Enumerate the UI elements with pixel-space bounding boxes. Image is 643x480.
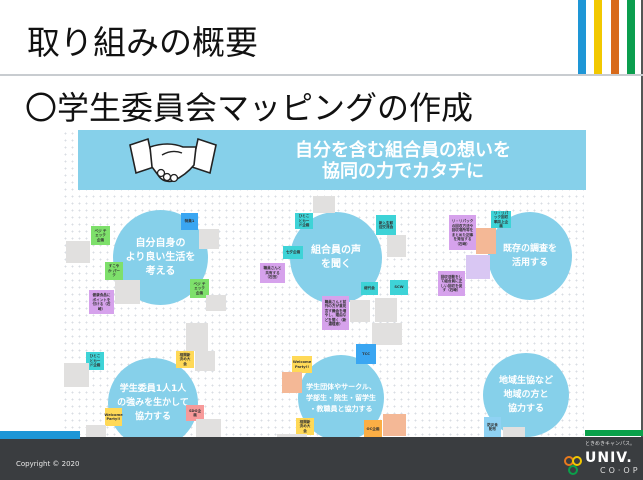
sticky-note[interactable]: OC企画 [364, 420, 382, 438]
stripe-blue [578, 0, 586, 74]
slide-subtitle: 〇学生委員会マッピングの作成 [25, 89, 474, 127]
sticky-note[interactable] [466, 255, 490, 279]
sticky-note[interactable] [206, 295, 226, 311]
sticky-note[interactable] [195, 351, 215, 371]
sticky-note[interactable]: ひとことカード企画 [86, 352, 104, 370]
sticky-note[interactable]: 新入生歓迎交流会 [376, 215, 396, 235]
slide-title: 取り組みの概要 [27, 23, 258, 62]
sticky-note[interactable]: 防災食 配布 [484, 417, 501, 437]
circle-student-strengths[interactable]: 学生委員1人1人の強みを生かして協力する [108, 358, 198, 448]
sticky-note[interactable] [313, 196, 335, 213]
sticky-note[interactable]: 相関新 決め大会 [296, 418, 314, 435]
sticky-note[interactable]: 七夕企画 [283, 246, 303, 259]
coop-rings-icon [564, 456, 582, 475]
circle-line: 協力する [134, 412, 171, 422]
sticky-note[interactable]: 回収活動をして組合員に正しい回収を促す（石崎） [438, 271, 465, 296]
sticky-note[interactable]: ベジ チェック 企画 [91, 226, 110, 245]
circle-line: 活用する [511, 258, 548, 268]
circle-line: 地域生協など [498, 376, 553, 386]
sticky-note[interactable]: リ・リパックの回収方法や回収場所等をまとめた記事を発信する（石崎） [449, 215, 476, 250]
sticky-note[interactable] [350, 300, 370, 322]
stripe-green [627, 0, 635, 74]
stripe-yellow [594, 0, 602, 74]
sticky-note[interactable]: 職員さんと共有する（石田） [260, 263, 285, 283]
circle-line: 学生委員1人1人 [119, 384, 187, 394]
sticky-note[interactable]: 相関新 決め大会 [176, 351, 194, 368]
sticky-note[interactable] [476, 228, 496, 254]
circle-line: 協力する [507, 404, 544, 414]
sticky-note[interactable]: TCC [356, 344, 376, 364]
sticky-note[interactable]: すこやか パーク [105, 262, 123, 280]
circle-line: より良い生活を [125, 251, 196, 263]
circle-line: 考える [145, 265, 176, 277]
circle-line: を聞く [321, 259, 351, 270]
sticky-note[interactable]: SCW [390, 280, 408, 295]
handshake-icon [129, 137, 217, 183]
sticky-note[interactable] [199, 229, 219, 249]
circle-line: 学部生・院生・留学生 [306, 393, 376, 402]
stripe-orange [611, 0, 619, 74]
sticky-note[interactable]: 健康食品にポイントを付ける（石崎） [89, 290, 114, 314]
footer [0, 437, 643, 480]
univ-logo: UNIV. [585, 450, 633, 466]
circle-line: 組合員の声 [311, 245, 361, 256]
sticky-note[interactable]: 特集1 [181, 213, 198, 230]
campus-tagline: ときめきキャンパス。 [585, 441, 636, 447]
sticky-note[interactable] [115, 280, 140, 304]
color-stripes [0, 0, 643, 74]
banner-text: 自分を含む組合員の想いを 協同の力でカタチに [258, 140, 548, 182]
sticky-note[interactable]: Welcome Party!! [104, 408, 123, 426]
circle-line: 地域の方と [503, 390, 549, 400]
title-divider [0, 74, 643, 76]
sticky-note[interactable] [372, 323, 402, 345]
copyright: Copyright © 2020 [16, 460, 80, 468]
sticky-note[interactable]: ベジ チェック 企画 [190, 279, 209, 298]
circle-line: 学生団体やサークル、 [306, 382, 376, 391]
coop-logo: CO·OP [600, 466, 641, 475]
sticky-note[interactable]: 総代会 [361, 282, 378, 295]
footer-green-bar [585, 430, 643, 436]
circle-line: 既存の調査を [502, 244, 557, 254]
sticky-note[interactable]: 職員さんと前列の方が意見言す機会を増やし、理由などを聞く（新濃理恵） [322, 296, 349, 330]
circle-line: ・教職員と協力する [309, 404, 373, 413]
sticky-note[interactable] [383, 414, 406, 436]
banner-line-2: 協同の力でカタチに [322, 161, 484, 182]
sticky-note[interactable]: リ・リパック回収率向上企画 [491, 211, 511, 228]
sticky-note[interactable] [64, 363, 89, 387]
sticky-note[interactable] [186, 323, 208, 351]
circle-line: の強みを生かして [117, 398, 189, 408]
sticky-note[interactable]: SDG企画 [186, 405, 204, 421]
sticky-note[interactable]: Welcome Party!! [292, 356, 312, 373]
footer-accent [0, 431, 80, 439]
sticky-note[interactable] [375, 298, 397, 322]
banner-line-1: 自分を含む組合員の想いを [295, 140, 511, 161]
sticky-note[interactable] [66, 241, 90, 263]
sticky-note[interactable] [282, 372, 302, 393]
sticky-note[interactable] [387, 235, 406, 257]
circle-line: 自分自身の [135, 237, 186, 249]
sticky-note[interactable]: ひとことカード企画 [295, 213, 313, 229]
